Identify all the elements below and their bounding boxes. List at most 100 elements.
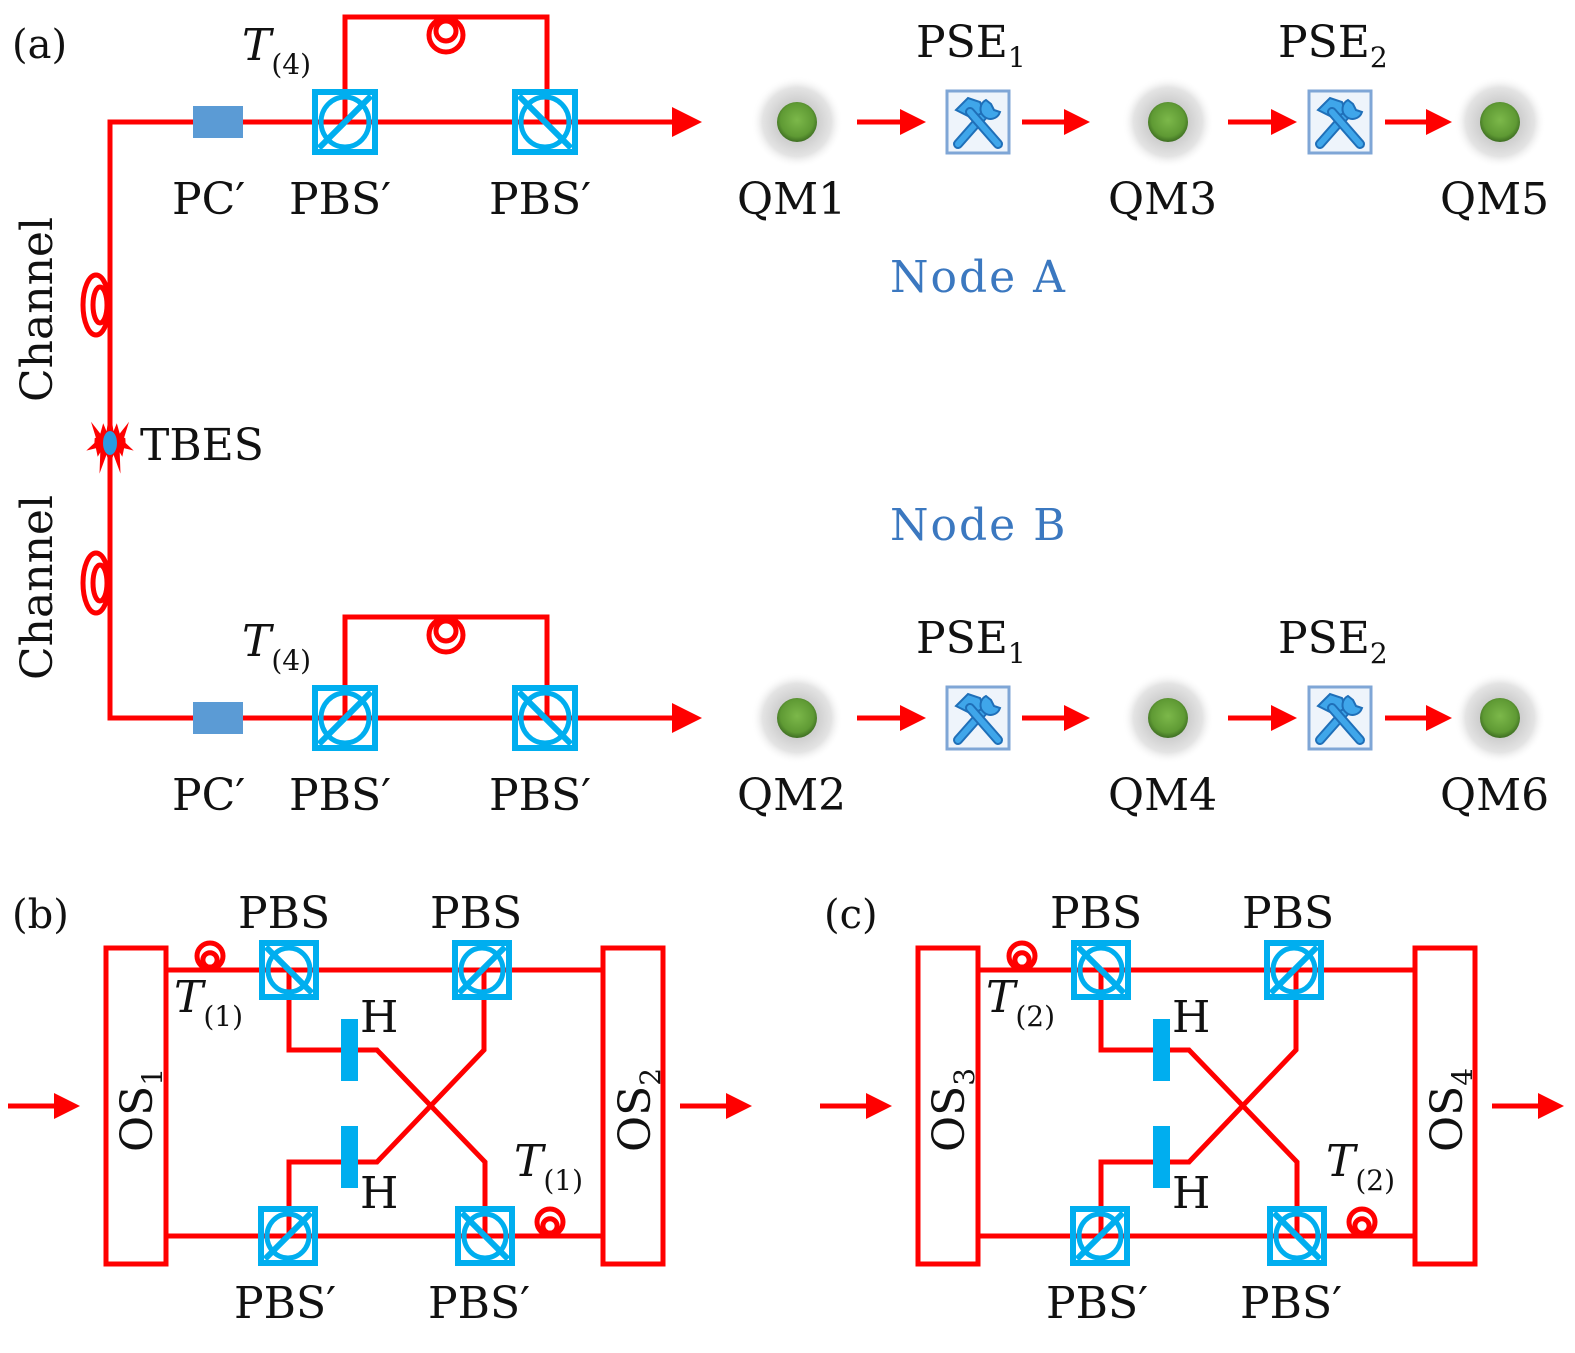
pbs-frame [258,1206,318,1266]
pbs-diagonal [459,1210,511,1262]
coil-inner [1012,950,1032,970]
pbs-diagonal [1074,1210,1126,1262]
pbs-lens [1273,1211,1321,1261]
arrow-head [54,1093,80,1119]
arrow-head [726,1093,752,1119]
os-left-label: OS1 [112,1068,169,1152]
tau-symbol: T [174,972,207,1023]
pbs-frame [512,685,578,751]
arrow-icon [1228,705,1297,731]
wrench-head [979,98,1002,120]
pbs-prime-icon [312,89,378,155]
pbs-frame [259,940,319,1000]
pbs-prime-icon [455,1206,515,1266]
qm-core [777,698,817,738]
arrow-head [900,109,926,135]
channel-label-bottom: Channel [12,495,63,680]
quantum-memory-icon [1454,76,1546,168]
pbs-lens [458,945,506,995]
output-arrow-icon [680,1093,752,1119]
coil-outer [426,15,466,55]
pbs-diagonal [516,689,574,747]
qm-label: QM4 [1108,770,1217,821]
qm-core [777,102,817,142]
pbs-label: PBS′ [489,174,591,225]
quantum-memory-icon [751,76,843,168]
arrow-icon [1022,705,1090,731]
os-left-label-subscript: 3 [948,1068,981,1086]
arrow-icon [857,109,926,135]
pbs-prime-icon [1070,1206,1130,1266]
pbs-lens [461,1211,509,1261]
pbs-diagonal [516,93,574,151]
panel-a: (a) Channel Channel TBES Node A Node B P… [12,14,1549,821]
delay-label: T(1) [174,972,243,1033]
pbs-lens [265,945,313,995]
arrow-head [1271,109,1297,135]
delay-label: T(1) [514,1136,583,1197]
qm-core [1480,698,1520,738]
pbs-diagonal [263,944,315,996]
node-a-label: Node A [890,252,1067,303]
os-right-label: OS4 [1422,1068,1479,1152]
os-left-label-text: OS3 [924,1068,981,1152]
coil-inner [433,618,459,644]
polarization-controller-icon [193,702,243,734]
delay-label: T(2) [1326,1136,1395,1197]
tools-icon [945,89,1011,155]
pse-label-subscript: 2 [1370,41,1388,74]
pse-label-text: PSE2 [1278,17,1388,74]
arrow-icon [1022,109,1090,135]
wrench-handle-inner [1329,109,1363,147]
pse-label: PSE2 [1278,17,1388,74]
quantum-memory-icon [1122,672,1214,764]
pbs-label: PBS′ [289,770,391,821]
input-arrow-icon [8,1093,80,1119]
pbs-frame [1071,940,1131,1000]
pse-label-base: PSE [1278,613,1370,664]
arrow-head [866,1093,892,1119]
arrow-head [1426,109,1452,135]
delay-label: T(4) [242,616,311,677]
pbs-diagonal [316,689,374,747]
output-arrow-icon [1492,1093,1564,1119]
fiber-coil-icon [80,272,112,338]
os-right-label-text: OS2 [610,1068,667,1152]
pc-label: PC′ [172,174,245,225]
tau-symbol: T [1326,1136,1359,1187]
arrow-head [1426,705,1452,731]
os-right-label: OS2 [610,1068,667,1152]
optical-switch-right [1412,945,1478,1267]
delay-coil-icon [1346,1206,1378,1238]
tools-icon [1307,685,1373,751]
tbes-source-icon [86,409,134,474]
pbs-prime-icon [512,685,578,751]
pbs-frame [455,1206,515,1266]
pbs-diagonal [1075,944,1127,996]
coil-inner [433,18,459,44]
pbs-lens [318,94,372,150]
pbs-label: PBS [430,888,522,939]
pbs-prime-icon [312,685,378,751]
os-left-label-text: OS1 [112,1068,169,1152]
pbs-label: PBS′ [428,1278,530,1329]
pbs-label: PBS′ [1240,1278,1342,1329]
pbs-diagonal [262,1210,314,1262]
pbs-frame [1264,940,1324,1000]
pbs-diagonal [456,944,508,996]
delay-coil-icon [426,615,466,655]
tau-symbol: T [242,616,275,667]
tau-index: (2) [1355,1164,1395,1197]
pse-label-subscript: 1 [1008,637,1026,670]
half-wave-plate-icon [341,1019,358,1081]
hwp-label: H [1172,992,1210,1043]
coil-inner [540,1216,560,1236]
tools-icon [1307,89,1373,155]
pbs-frame [1070,1206,1130,1266]
arrow-head [1538,1093,1564,1119]
delay-coil-icon [534,1206,566,1238]
input-arrow-icon [820,1093,892,1119]
